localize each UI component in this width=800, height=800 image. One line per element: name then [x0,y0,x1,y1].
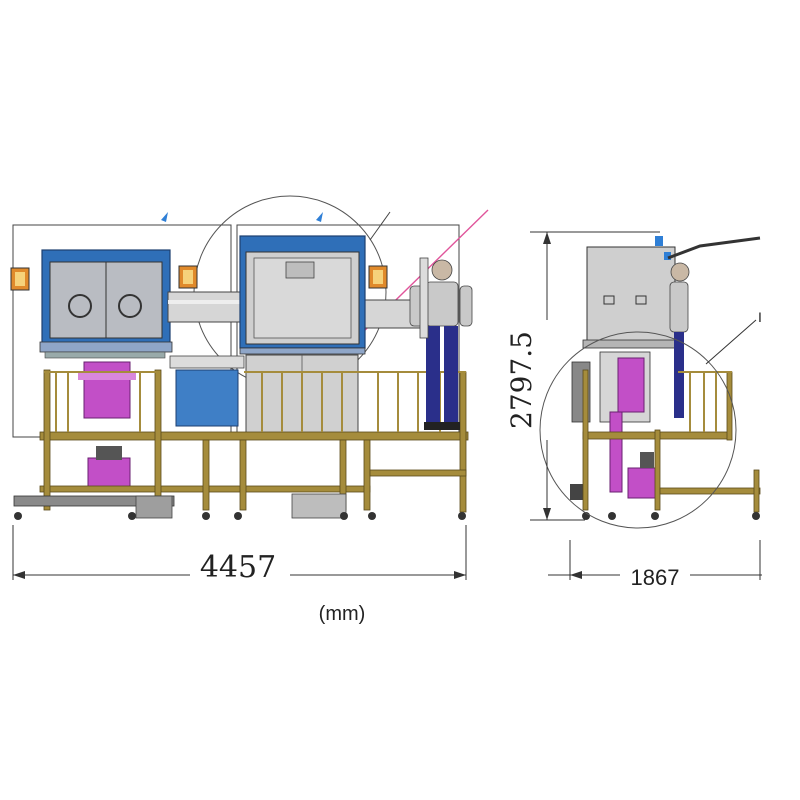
base-rail [13,495,175,507]
sensor-left-icon [655,236,663,246]
control-cabinet [175,369,239,427]
left-glovebox [39,249,173,359]
detail-circle-side [539,331,737,529]
support-frame [39,369,469,513]
main-chamber [239,235,366,355]
callout-leader [705,319,757,365]
glove-port-left-icon [68,294,92,318]
callout-label: I [758,309,762,325]
front-view: 4457 [10,195,489,585]
depth-dimension: 1867 [548,540,762,590]
marker-flag-left-icon [161,212,168,222]
length-dimension: 4457 [12,525,467,585]
unit-label: (mm) [319,603,366,625]
side-operator-icon [669,262,690,418]
side-chamber [586,246,676,348]
robot-arm [667,236,761,260]
pump-assembly [78,361,136,491]
side-frame [582,369,761,513]
side-casters [582,512,760,520]
depth-dimension-value: 1867 [631,565,680,590]
glove-port-right-icon [118,294,142,318]
side-railing [678,371,732,432]
casters [14,512,466,520]
height-dimension: 2797.5 [505,231,660,521]
leader-line-top [369,211,391,241]
side-view: I 2797.5 1867 [505,231,762,590]
sensor-right-icon [664,252,671,260]
transfer-tube [167,291,249,323]
height-dimension-value: 2797.5 [505,331,538,429]
length-dimension-value: 4457 [200,550,276,585]
marker-flag-right-icon [316,212,323,222]
